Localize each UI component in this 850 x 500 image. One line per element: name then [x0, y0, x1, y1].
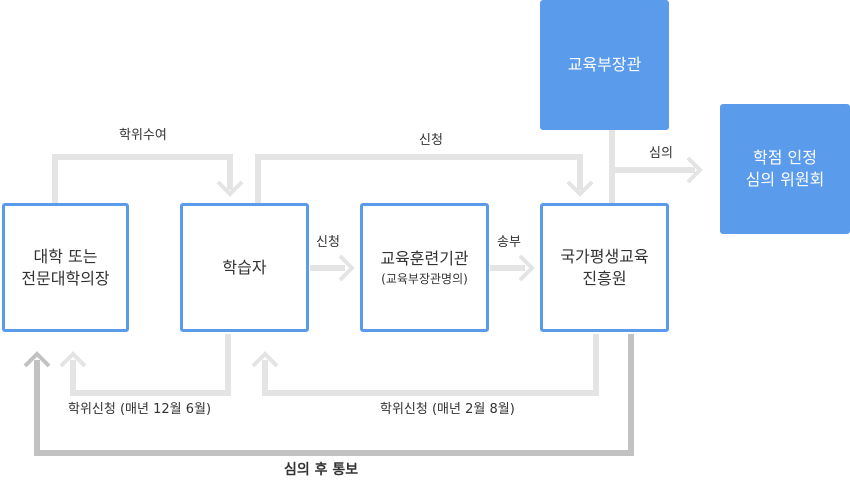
node-committee-line2: 심의 위원회: [745, 170, 825, 189]
arrowhead-apply-mid: [338, 254, 355, 282]
label-notify-after: 심의 후 통보: [284, 462, 359, 478]
label-degree-apply-dec: 학위신청 (매년 12월 6월): [68, 402, 212, 417]
node-university-line1: 대학 또는: [33, 246, 98, 266]
arrowhead-notify-after: [23, 351, 51, 368]
label-degree-apply-feb: 학위신청 (매년 2월 8월): [380, 402, 515, 417]
edge-apply-top: [255, 154, 583, 204]
edge-degree-apply-dec: [70, 334, 231, 396]
node-nile: 국가평생교육 진흥원: [540, 203, 669, 332]
node-nile-line1: 국가평생교육: [560, 246, 649, 266]
label-apply-top: 신청: [419, 133, 443, 148]
node-learner-line1: 학습자: [222, 257, 267, 277]
arrowhead-send: [518, 254, 535, 282]
node-training-institution-line1: 교육훈련기관: [380, 248, 469, 268]
label-send: 송부: [497, 235, 521, 250]
arrowhead-degree-apply-dec: [59, 351, 87, 368]
arrowhead-deliberation: [686, 156, 703, 184]
node-nile-line2: 진흥원: [582, 268, 627, 288]
node-committee-line1: 학점 인정: [753, 148, 817, 167]
label-deliberation: 심의: [649, 146, 673, 161]
node-university: 대학 또는 전문대학의장: [2, 203, 129, 332]
node-university-line2: 전문대학의장: [21, 268, 110, 288]
node-minister-line1: 교육부장관: [567, 55, 642, 74]
node-committee: 학점 인정 심의 위원회: [720, 104, 850, 234]
label-degree-award: 학위수여: [119, 128, 167, 143]
node-training-institution-line2: (교육부장관명의): [381, 271, 468, 286]
edge-degree-apply-feb: [262, 334, 599, 396]
arrowhead-apply-top: [566, 180, 594, 197]
edge-degree-award: [52, 154, 233, 204]
edge-notify-after: [34, 334, 634, 456]
arrowhead-degree-apply-feb: [251, 351, 279, 368]
arrowhead-degree-award: [216, 180, 244, 197]
node-learner: 학습자: [180, 203, 309, 332]
node-training-institution: 교육훈련기관 (교육부장관명의): [360, 203, 489, 332]
label-apply-mid: 신청: [316, 235, 340, 250]
node-minister: 교육부장관: [540, 0, 669, 130]
